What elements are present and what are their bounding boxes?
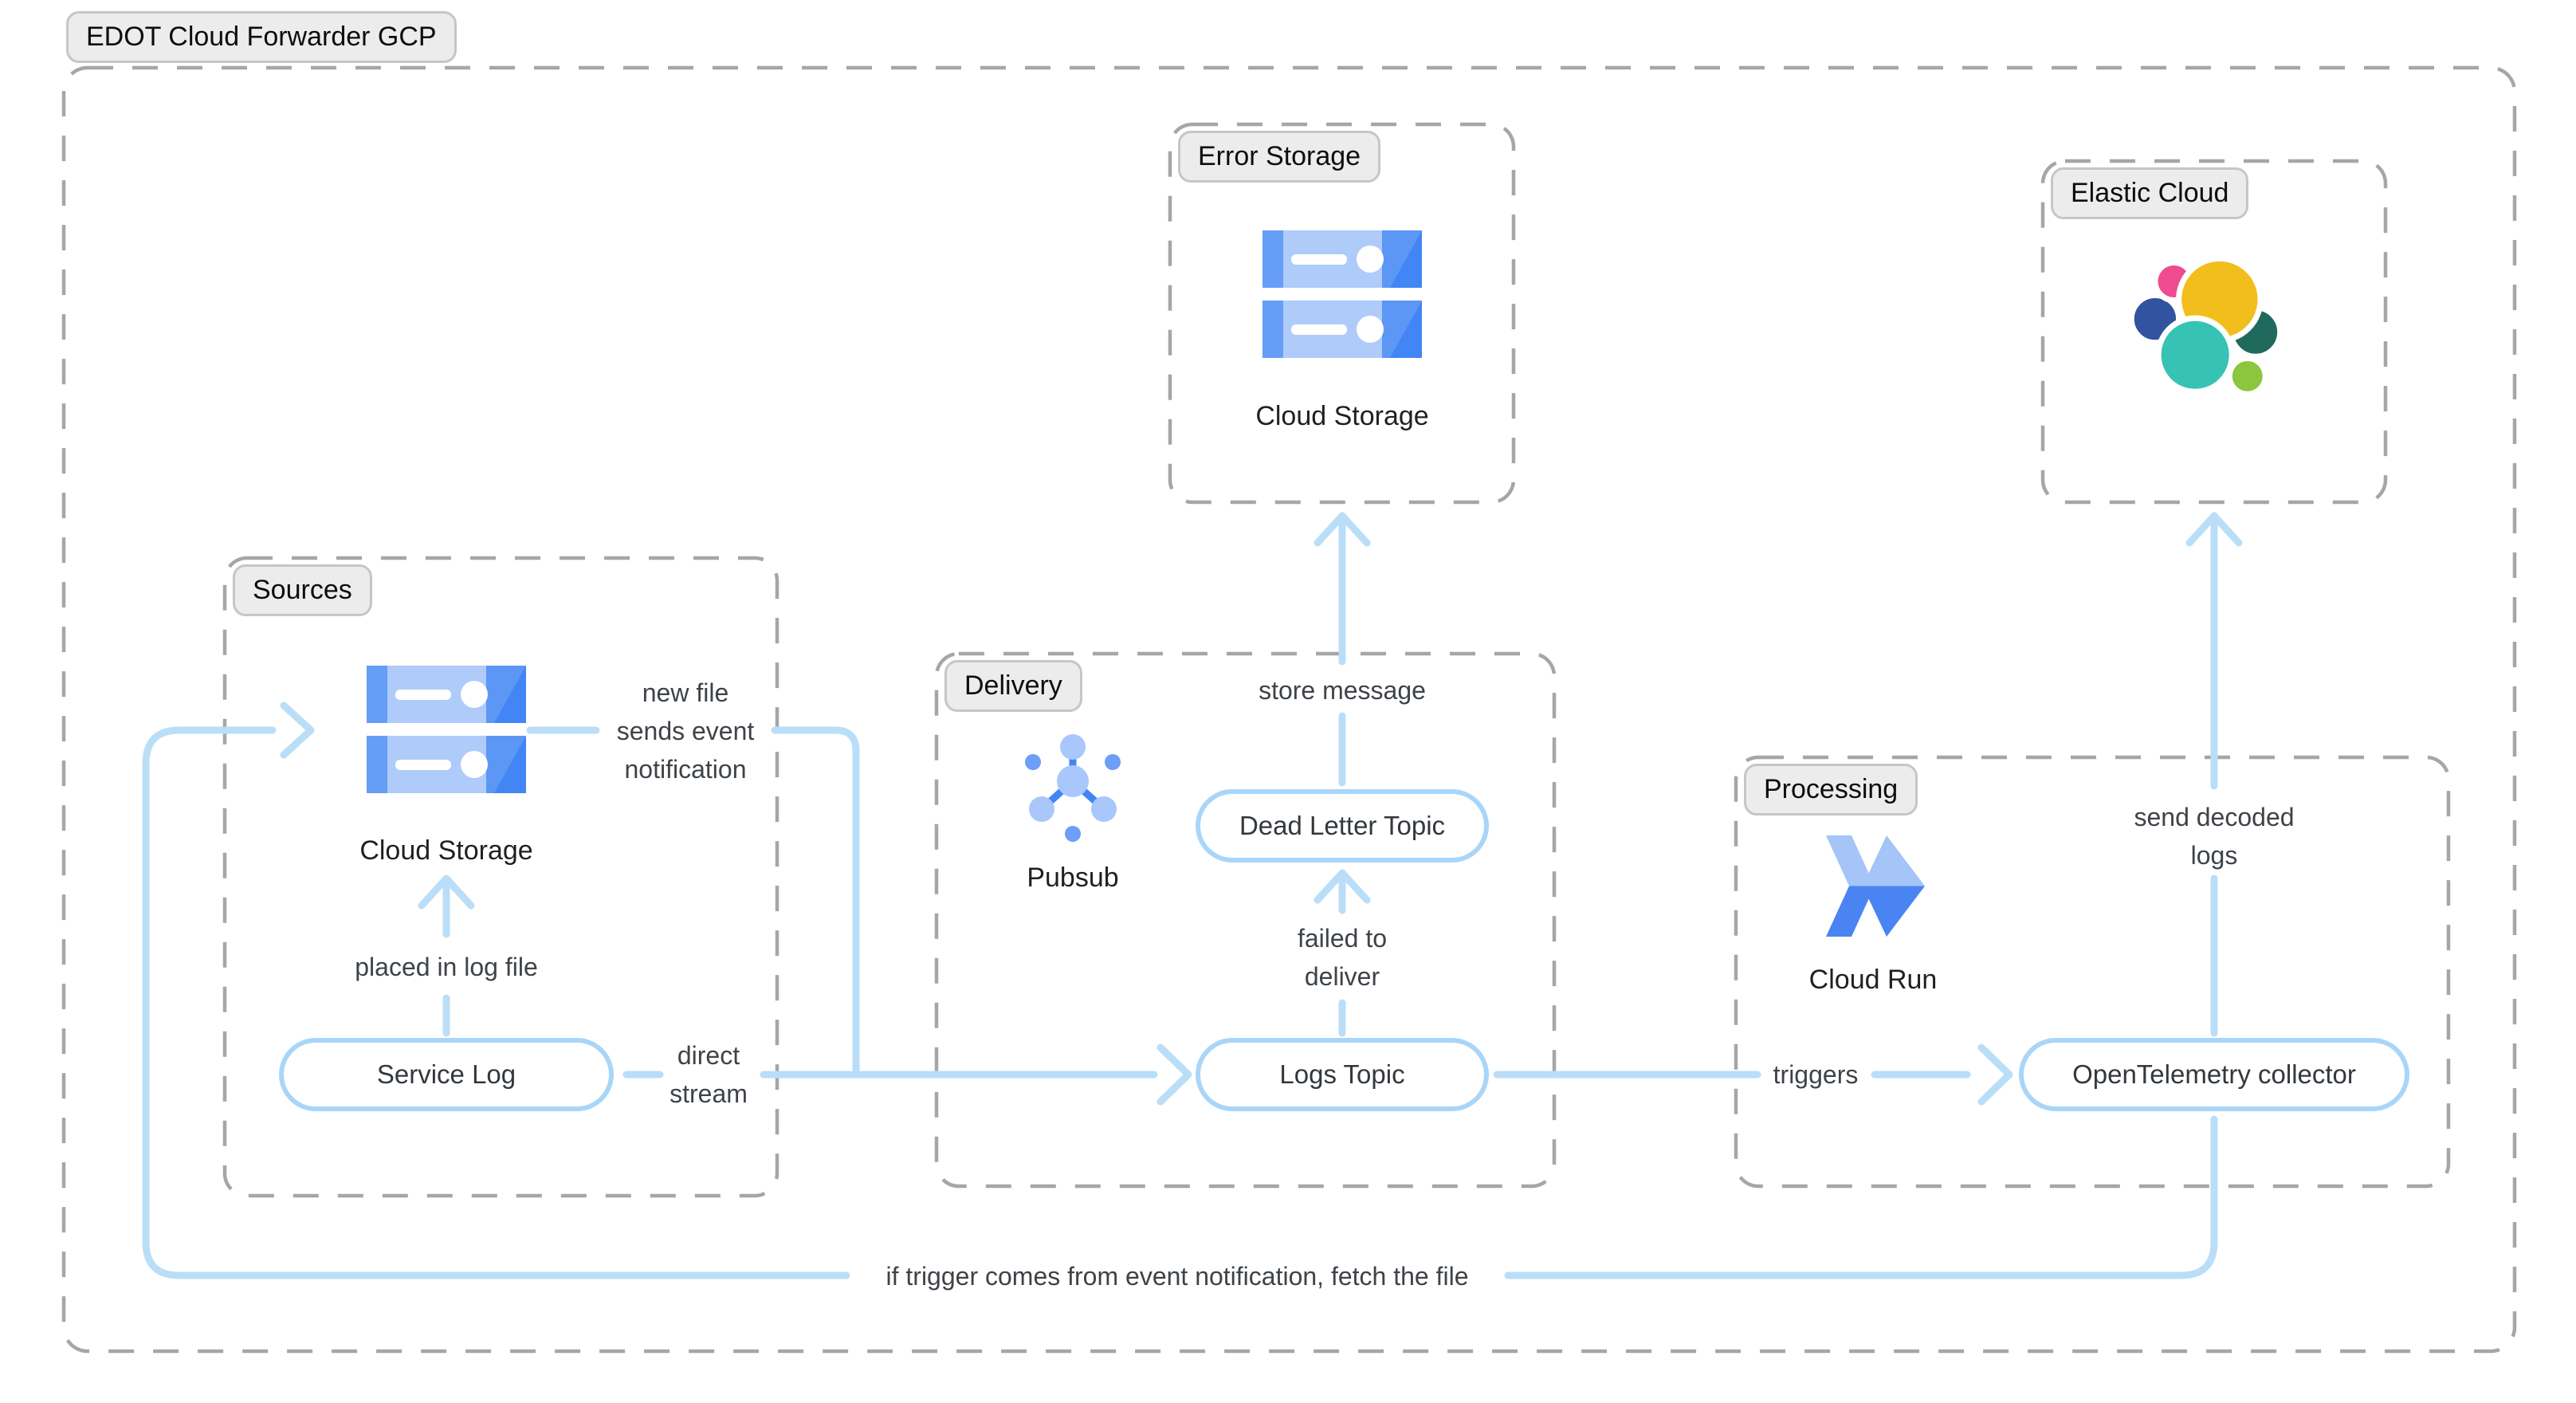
- edge-fetch-loop-left: [142, 726, 850, 1279]
- arrowhead-placed-in-log-file: [418, 874, 475, 910]
- elastic-logo-icon: [2125, 249, 2288, 412]
- arrowhead-fetch-file: [280, 702, 315, 759]
- error-storage-group-label: Error Storage: [1178, 131, 1381, 183]
- logs-topic-node: Logs Topic: [1196, 1038, 1489, 1111]
- elastic-cloud-group-label: Elastic Cloud: [2051, 167, 2249, 220]
- arrowhead-failed-to-deliver: [1314, 869, 1371, 904]
- group-borders: [61, 65, 2517, 1354]
- otel-collector-node: OpenTelemetry collector: [2019, 1038, 2409, 1111]
- processing-group-label: Processing: [1744, 764, 1918, 816]
- edge-label-send-decoded-logs: send decoded logs: [2134, 803, 2295, 870]
- edge-label-fetch-file: if trigger comes from event notification…: [886, 1262, 1469, 1291]
- cloud-run-icon: [1821, 835, 1925, 937]
- edge-label-direct-stream: direct stream: [670, 1041, 748, 1108]
- sources-group-label: Sources: [233, 564, 372, 617]
- connectors: [142, 512, 2243, 1279]
- delivery-group-label: Delivery: [944, 660, 1082, 713]
- error-storage-box-border: [1168, 122, 1516, 505]
- edge-new-file-drop: [771, 726, 860, 1075]
- arrowhead-send-logs: [2185, 512, 2243, 547]
- edge-fetch-loop-right: [1504, 1115, 2218, 1279]
- sources-box-border: [222, 556, 779, 1198]
- error-cloud-storage-caption: Cloud Storage: [1255, 401, 1429, 431]
- pubsub-caption: Pubsub: [1027, 863, 1119, 893]
- service-log-node: Service Log: [279, 1038, 614, 1111]
- arrowhead-store-message: [1314, 512, 1371, 547]
- edge-label-store-message: store message: [1259, 676, 1426, 705]
- edge-label-triggers: triggers: [1773, 1060, 1859, 1089]
- edge-label-new-file-event: new file sends event notification: [616, 678, 755, 784]
- edge-label-failed-to-deliver: failed to deliver: [1297, 924, 1388, 991]
- delivery-box-border: [934, 651, 1557, 1189]
- cloud-run-caption: Cloud Run: [1808, 965, 1938, 995]
- edge-label-placed-in-log-file: placed in log file: [355, 953, 538, 981]
- arrowhead-into-logs-topic: [1156, 1043, 1192, 1106]
- dead-letter-topic-node: Dead Letter Topic: [1196, 789, 1489, 863]
- arrowhead-into-otel: [1977, 1043, 2013, 1106]
- cloud-storage-caption: Cloud Storage: [359, 835, 533, 866]
- error-cloud-storage-icon: [1262, 230, 1422, 358]
- pubsub-icon: [1023, 733, 1122, 842]
- cloud-storage-icon: [367, 666, 526, 793]
- processing-box-border: [1734, 755, 2451, 1189]
- outer-box-border: [61, 65, 2517, 1354]
- diagram-title: EDOT Cloud Forwarder GCP: [66, 11, 457, 64]
- elastic-cloud-box-border: [2040, 159, 2388, 505]
